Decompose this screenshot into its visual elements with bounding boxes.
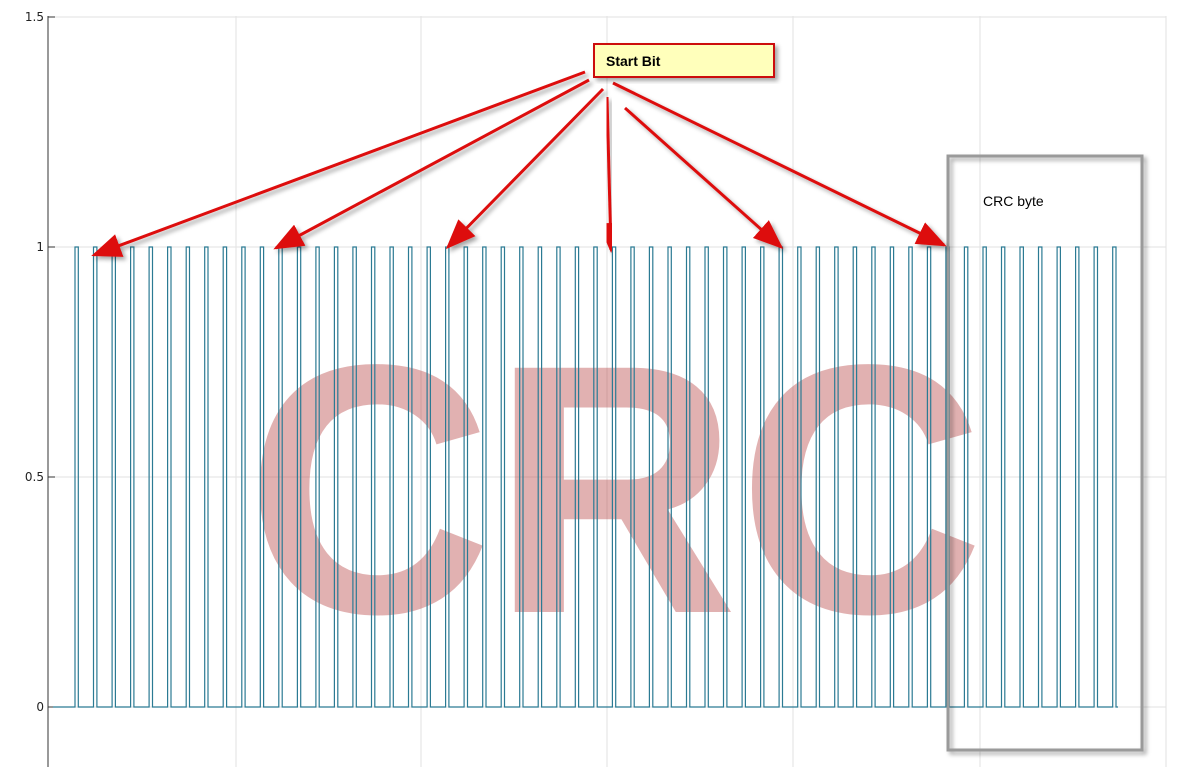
start-bit-label: Start Bit xyxy=(606,53,661,69)
y-tick-label: 1 xyxy=(36,240,44,254)
start-bit-arrow xyxy=(624,106,784,249)
y-axis-ticks: 0 0.5 1 1.5 xyxy=(25,10,55,714)
start-bit-arrow xyxy=(612,81,947,247)
y-tick-label: 0 xyxy=(36,700,44,714)
start-bit-arrow xyxy=(598,96,623,253)
crc-byte-label: CRC byte xyxy=(983,193,1044,209)
watermark-crc: CRC xyxy=(246,292,984,688)
callout-box xyxy=(593,43,775,78)
crc-byte-box xyxy=(946,154,1144,752)
y-tick-label: 0.5 xyxy=(25,470,44,484)
start-bit-arrow xyxy=(273,78,590,250)
y-tick-label: 1.5 xyxy=(25,10,44,24)
start-bit-callout: Start Bit xyxy=(593,43,775,78)
start-bit-arrow xyxy=(445,87,605,250)
start-bit-arrows xyxy=(91,70,947,257)
start-bit-arrow xyxy=(91,70,586,257)
